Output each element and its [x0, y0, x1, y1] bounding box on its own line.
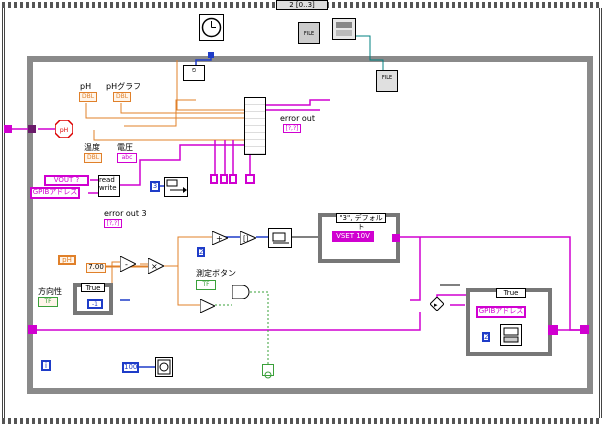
error-out-3-label: error out 3	[104, 209, 147, 218]
tunnel-case-right	[392, 234, 400, 242]
num-2a-text: 2	[199, 248, 204, 256]
ph-local-text: pH	[62, 256, 72, 264]
case-2-label: True	[503, 289, 519, 297]
case-structure-true-1: True -1	[73, 283, 113, 315]
concatenate-node: ▸	[429, 296, 445, 312]
ph-indicator: DBL	[79, 92, 97, 102]
cluster-const-2	[220, 174, 228, 184]
svg-text:+: +	[216, 234, 223, 243]
add-node: +	[211, 230, 230, 246]
direction-control: TF	[38, 297, 58, 307]
iteration-terminal: i	[41, 360, 51, 371]
svg-text:▸: ▸	[434, 301, 438, 309]
svg-text:pH: pH	[60, 127, 68, 134]
no-entry-icon: pH	[54, 119, 74, 139]
direction-tf: TF	[44, 298, 52, 305]
svg-text:-: -	[125, 260, 128, 269]
error-out-indicator: [?,?]	[283, 124, 301, 133]
ph-local: pH	[58, 255, 76, 265]
case-default-label: "3", デフォルト	[339, 214, 383, 231]
sequence-selector[interactable]: 2 [0..3]	[276, 0, 328, 10]
const-700: 7.00	[86, 263, 106, 273]
voltage-indicator: abc	[117, 153, 137, 163]
case-1-const: -1	[87, 299, 103, 309]
gpib-address-text: GPIBアドレス	[32, 188, 78, 196]
error-out-3-tag: [?,?]	[106, 220, 120, 227]
vset-constant: VSET 10V	[332, 231, 374, 242]
shift-register-right	[580, 325, 589, 334]
input-tunnel	[4, 125, 12, 133]
and-node	[231, 284, 250, 300]
voltage-label: 電圧	[117, 143, 133, 152]
measure-button-label: 測定ボタン	[196, 269, 236, 278]
read-text: read	[99, 176, 115, 184]
elapsed-time-icon: ⏲	[183, 65, 205, 81]
vout-constant: VOUT ?	[44, 175, 89, 186]
gpib-write-icon	[164, 177, 188, 197]
direction-label: 方向性	[38, 287, 62, 296]
ph-label: pH	[80, 82, 92, 91]
clock-terminal	[208, 52, 214, 58]
tunnel-right-stop	[548, 325, 558, 335]
num-100-text: 100	[124, 363, 138, 371]
case-selector-default[interactable]: "3", デフォルト	[336, 213, 386, 231]
file-open-icon: FILE	[376, 70, 398, 92]
numeric-const-3: 3	[150, 181, 160, 192]
cluster-const-4	[245, 174, 255, 184]
numeric-const-2a: 2	[197, 247, 205, 257]
num-2b-text: 2	[484, 333, 489, 341]
build-array-icon	[244, 97, 266, 155]
clock-icon	[199, 14, 224, 41]
case-selector-2[interactable]: True	[496, 288, 526, 298]
svg-text:[]: []	[243, 235, 249, 243]
voltage-abc-text: abc	[121, 154, 133, 161]
cluster-const-1	[210, 174, 218, 184]
gpib-address-control: GPIBアドレス	[30, 187, 80, 199]
file-write-icon	[332, 18, 356, 40]
error-out-tag: [?,?]	[285, 125, 299, 132]
ph-graph-indicator: DBL	[113, 92, 131, 102]
error-out-label: error out	[280, 114, 316, 123]
file-icon: FILE	[298, 22, 320, 44]
measure-button-control[interactable]: TF	[196, 280, 216, 290]
case-structure-true-2: True GPIBアドレス 2	[466, 288, 552, 356]
number-to-string-icon	[268, 228, 292, 248]
case-selector-1[interactable]: True	[81, 283, 105, 292]
stop-icon	[262, 364, 274, 379]
temp-dbl-text: DBL	[86, 154, 100, 161]
num-3-text: 3	[152, 182, 158, 190]
svg-text:×: ×	[151, 262, 158, 271]
temp-indicator: DBL	[84, 153, 102, 163]
sequence-label: 2 [0..3]	[289, 1, 315, 9]
error-out-3-indicator: [?,?]	[104, 219, 122, 228]
case-1-label: True	[85, 284, 101, 292]
gpib-address-2-text: GPIBアドレス	[478, 307, 524, 315]
numeric-const-2b: 2	[482, 332, 490, 342]
round-node: []	[239, 230, 258, 246]
shift-register-left-2	[28, 325, 37, 334]
subtract-node: -	[119, 255, 138, 273]
cluster-const-3	[229, 174, 237, 184]
gpib-address-control-2: GPIBアドレス	[476, 306, 526, 318]
case-structure-default: "3", デフォルト VSET 10V	[318, 213, 400, 263]
gpib-write-icon-2	[500, 324, 522, 346]
vout-text: VOUT ?	[53, 176, 80, 184]
wait-icon	[155, 357, 173, 377]
multiply-node: ×	[147, 257, 166, 275]
write-text: write	[99, 184, 117, 192]
shift-register-left	[28, 125, 36, 133]
vset-text: VSET 10V	[336, 232, 370, 240]
ph-graph-label: pHグラフ	[106, 82, 142, 91]
numeric-const-100: 100	[122, 362, 139, 373]
compare-node	[199, 298, 217, 314]
filmstrip-bottom	[2, 418, 602, 424]
temp-label: 温度	[84, 143, 100, 152]
measure-tf: TF	[202, 281, 210, 288]
info-text: i	[44, 361, 48, 370]
ph-graph-dbl-text: DBL	[115, 93, 129, 100]
gpib-read-write-node: read write	[98, 175, 120, 197]
const-700-text: 7.00	[88, 263, 104, 271]
ph-dbl-text: DBL	[81, 93, 95, 100]
